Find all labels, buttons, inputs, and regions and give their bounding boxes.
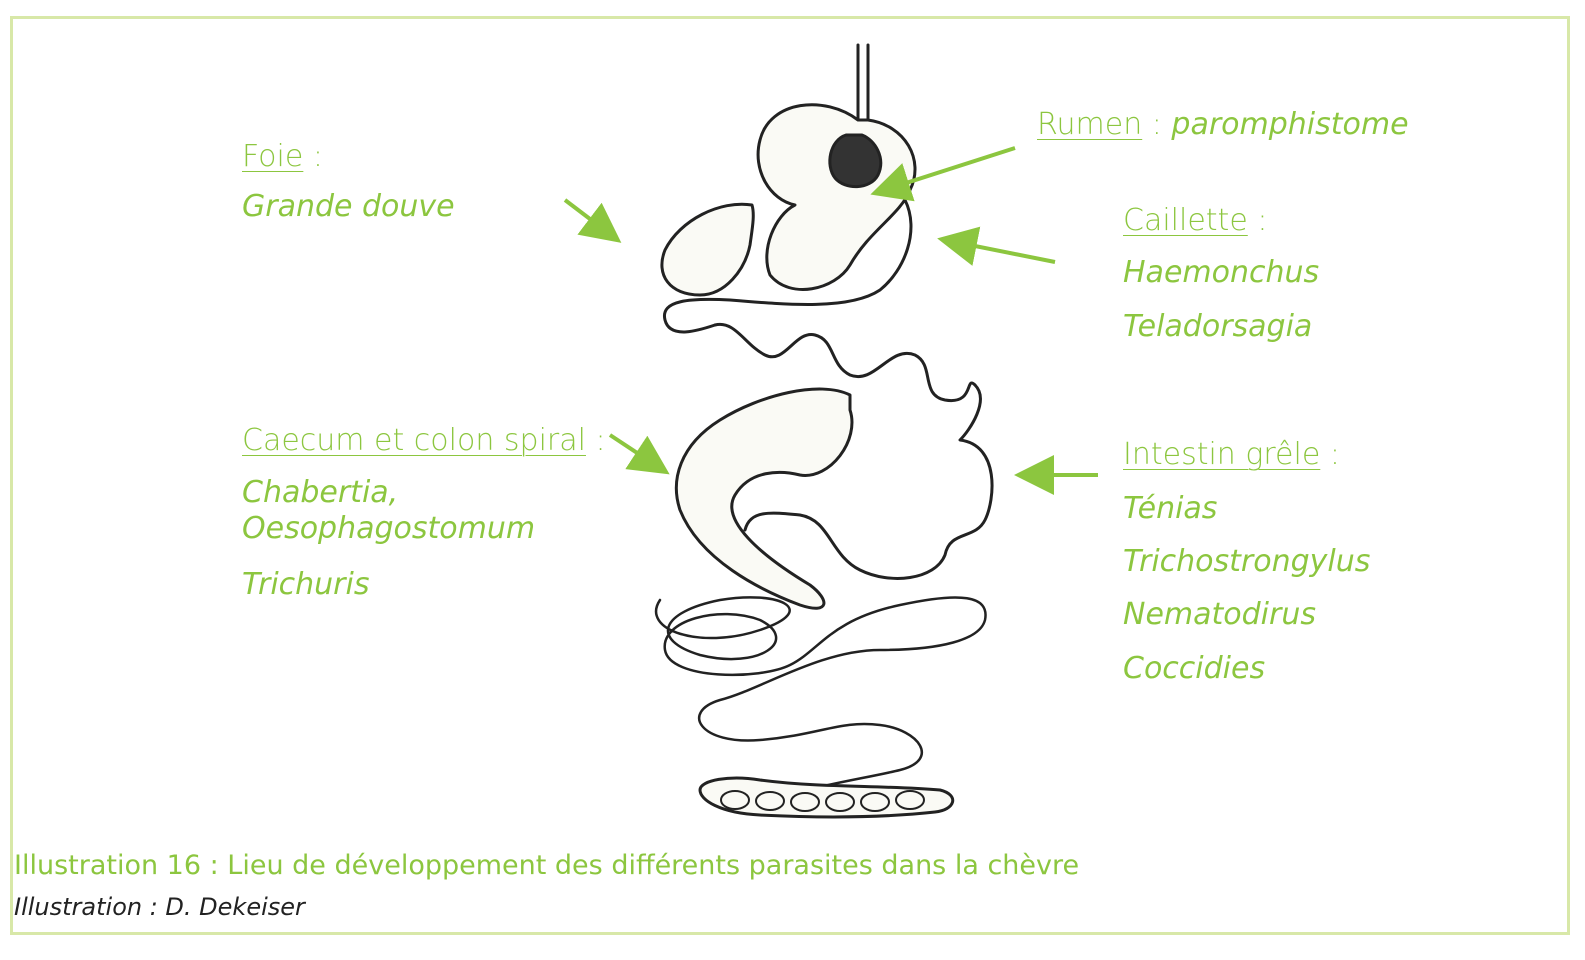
label-rumen: Rumen : paromphistome xyxy=(1037,108,1409,143)
label-intestin: Intestin grêle : xyxy=(1123,438,1340,473)
label-intestin-parasite-3: Nematodirus xyxy=(1123,598,1316,633)
label-caecum-parasite-3: Trichuris xyxy=(242,568,370,603)
label-rumen-parasite: paromphistome xyxy=(1171,107,1408,142)
arrow-caecum xyxy=(610,435,663,470)
label-rumen-heading: Rumen xyxy=(1037,107,1142,142)
label-caecum-parasite-1: Chabertia, xyxy=(242,476,398,511)
label-caecum: Caecum et colon spiral : xyxy=(242,424,606,459)
label-foie-parasite: Grande douve xyxy=(242,190,455,225)
label-caillette-colon: : xyxy=(1248,203,1268,238)
label-intestin-heading: Intestin grêle xyxy=(1123,437,1320,472)
label-caecum-parasite-2: Oesophagostomum xyxy=(242,512,535,547)
figure-credit: Illustration : D. Dekeiser xyxy=(14,893,305,921)
label-intestin-parasite-4: Coccidies xyxy=(1123,652,1265,687)
label-foie: Foie : xyxy=(242,140,323,175)
label-foie-heading: Foie xyxy=(242,139,303,174)
label-caillette-parasite-2: Teladorsagia xyxy=(1123,310,1312,345)
label-intestin-parasite-1: Ténias xyxy=(1123,492,1217,527)
arrow-foie xyxy=(565,200,615,238)
reticulum xyxy=(830,135,881,187)
label-intestin-colon: : xyxy=(1320,437,1340,472)
label-intestin-parasite-2: Trichostrongylus xyxy=(1123,545,1370,580)
esophagus xyxy=(858,45,868,120)
label-rumen-colon: : xyxy=(1142,107,1171,142)
label-caillette-heading: Caillette xyxy=(1123,203,1248,238)
arrow-caillette xyxy=(945,240,1055,262)
rectum xyxy=(700,778,953,817)
label-caecum-heading: Caecum et colon spiral xyxy=(242,423,586,458)
liver xyxy=(662,204,753,295)
label-caillette: Caillette : xyxy=(1123,204,1267,239)
colon-spiral xyxy=(656,597,985,810)
figure-caption: Illustration 16 : Lieu de développement … xyxy=(14,850,1079,881)
label-caillette-parasite-1: Haemonchus xyxy=(1123,256,1319,291)
label-caecum-colon: : xyxy=(586,423,606,458)
rumen xyxy=(758,105,915,290)
label-foie-colon: : xyxy=(303,139,323,174)
caecum xyxy=(676,389,852,608)
small-intestine-upper xyxy=(715,324,975,400)
